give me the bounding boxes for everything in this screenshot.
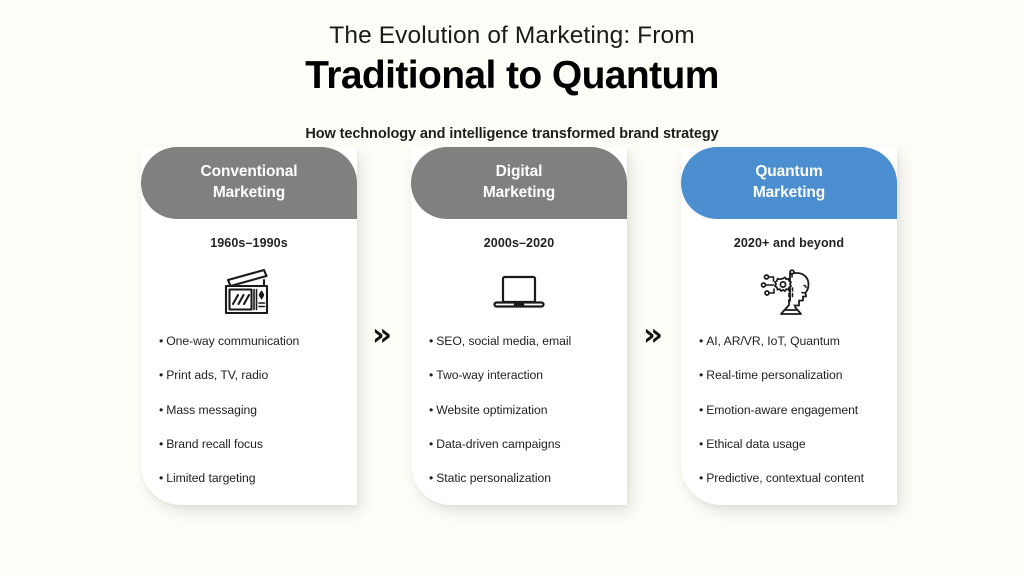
bullet-dot-icon: • bbox=[699, 334, 704, 348]
card-title-digital: Digital Marketing bbox=[483, 162, 555, 203]
bullet-dot-icon: • bbox=[429, 334, 434, 348]
card-title-quantum: Quantum Marketing bbox=[753, 162, 825, 203]
bullet-dot-icon: • bbox=[429, 368, 434, 383]
list-item: •Predictive, contextual content bbox=[699, 471, 897, 487]
bullet-text: Two-way interaction bbox=[436, 368, 543, 383]
card-title-line1: Quantum bbox=[755, 163, 823, 181]
list-item: •Ethical data usage bbox=[699, 437, 897, 453]
list-item: •AI, AR/VR, IoT, Quantum bbox=[699, 334, 897, 350]
card-era-quantum: 2020+ and beyond bbox=[733, 236, 845, 250]
page-title-line2: Traditional to Quantum bbox=[305, 54, 719, 98]
bullet-text: Website optimization bbox=[436, 402, 548, 417]
radio-icon bbox=[141, 262, 357, 322]
list-item: •Static personalization bbox=[429, 471, 627, 487]
list-item: •Brand recall focus bbox=[159, 437, 357, 453]
list-item: •Print ads, TV, radio bbox=[159, 368, 357, 384]
bullet-dot-icon: • bbox=[699, 471, 704, 486]
double-chevron-right-icon-1: » bbox=[371, 317, 393, 353]
bullet-dot-icon: • bbox=[159, 334, 164, 348]
bullet-dot-icon: • bbox=[699, 437, 704, 452]
card-title-line1: Conventional bbox=[200, 163, 298, 181]
timeline-cards-row: Conventional Marketing 1960s–1990s bbox=[0, 147, 1024, 507]
list-item: •Real-time personalization bbox=[699, 368, 897, 384]
laptop-icon bbox=[411, 262, 627, 322]
card-title-conventional: Conventional Marketing bbox=[201, 162, 298, 203]
list-item: •Data-driven campaigns bbox=[429, 437, 627, 453]
list-item: •SEO, social media, email bbox=[429, 334, 627, 350]
card-bullets-conventional: •One-way communication •Print ads, TV, r… bbox=[141, 334, 357, 487]
list-item: •Limited targeting bbox=[159, 471, 357, 487]
bullet-text: Print ads, TV, radio bbox=[166, 368, 269, 383]
card-era-digital: 2000s–2020 bbox=[483, 236, 555, 250]
double-chevron-right-icon-2: » bbox=[642, 317, 664, 353]
bullet-text: Brand recall focus bbox=[166, 437, 263, 452]
bullet-text: Emotion-aware engagement bbox=[706, 402, 859, 417]
card-title-line2: Marketing bbox=[212, 184, 286, 201]
bullet-text: Predictive, contextual content bbox=[706, 471, 864, 486]
page-title-line1: The Evolution of Marketing: From bbox=[329, 22, 695, 49]
bullet-text: Limited targeting bbox=[166, 471, 256, 486]
bullet-dot-icon: • bbox=[159, 402, 164, 417]
bullet-text: Static personalization bbox=[436, 471, 551, 486]
list-item: •One-way communication bbox=[159, 334, 357, 350]
card-digital-marketing[interactable]: Digital Marketing 2000s–2020 •SEO, socia… bbox=[411, 147, 627, 505]
card-title-line1: Digital bbox=[495, 163, 543, 181]
bullet-text: Mass messaging bbox=[166, 402, 257, 417]
card-bullets-quantum: •AI, AR/VR, IoT, Quantum •Real-time pers… bbox=[681, 334, 897, 487]
card-title-line2: Marketing bbox=[752, 184, 826, 201]
card-header-digital: Digital Marketing bbox=[411, 147, 627, 219]
bullet-text: One-way communication bbox=[166, 334, 300, 348]
bullet-text: Real-time personalization bbox=[706, 368, 843, 383]
card-header-quantum: Quantum Marketing bbox=[681, 147, 897, 219]
list-item: •Two-way interaction bbox=[429, 368, 627, 384]
bullet-text: Ethical data usage bbox=[706, 437, 806, 452]
bullet-text: SEO, social media, email bbox=[436, 334, 572, 348]
bullet-dot-icon: • bbox=[429, 471, 434, 486]
bullet-dot-icon: • bbox=[159, 437, 164, 452]
bullet-dot-icon: • bbox=[159, 368, 164, 383]
bullet-dot-icon: • bbox=[699, 368, 704, 383]
page-subtitle: How technology and intelligence transfor… bbox=[305, 125, 719, 142]
bullet-text: Data-driven campaigns bbox=[436, 437, 561, 452]
list-item: •Mass messaging bbox=[159, 403, 357, 419]
bullet-dot-icon: • bbox=[159, 471, 164, 486]
bullet-dot-icon: • bbox=[699, 402, 704, 417]
list-item: •Emotion-aware engagement bbox=[699, 403, 897, 419]
card-title-line2: Marketing bbox=[482, 184, 556, 201]
list-item: •Website optimization bbox=[429, 403, 627, 419]
card-era-conventional: 1960s–1990s bbox=[210, 236, 288, 250]
card-bullets-digital: •SEO, social media, email •Two-way inter… bbox=[411, 334, 627, 487]
bullet-text: AI, AR/VR, IoT, Quantum bbox=[706, 334, 840, 348]
ai-brain-head-icon bbox=[681, 262, 897, 322]
card-conventional-marketing[interactable]: Conventional Marketing 1960s–1990s bbox=[141, 147, 357, 505]
card-header-conventional: Conventional Marketing bbox=[141, 147, 357, 219]
page-header: The Evolution of Marketing: From Traditi… bbox=[0, 22, 1024, 142]
bullet-dot-icon: • bbox=[429, 402, 434, 417]
bullet-dot-icon: • bbox=[429, 437, 434, 452]
card-quantum-marketing[interactable]: Quantum Marketing 2020+ and beyond bbox=[681, 147, 897, 505]
